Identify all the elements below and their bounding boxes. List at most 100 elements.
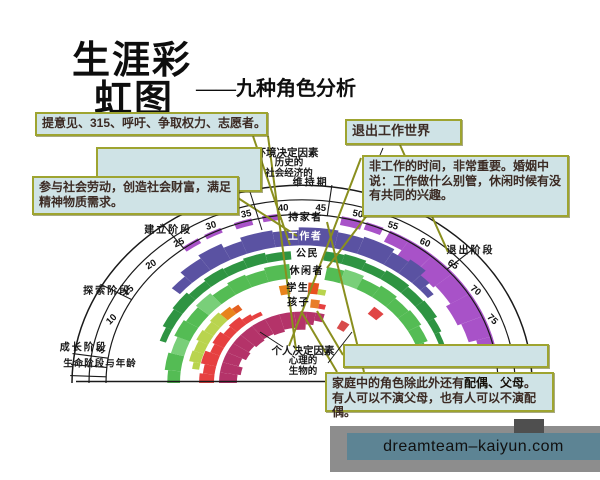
- band-segment-citizen: [265, 251, 292, 263]
- band-segment-leisurite: [356, 278, 380, 297]
- stage-spoke: [446, 248, 474, 270]
- band-segment-homemaker: [435, 273, 471, 304]
- band-segment-worker: [272, 230, 299, 248]
- band-segment-worker: [420, 286, 434, 299]
- age-axis-arc: [88, 199, 516, 384]
- band-segment-leisurite: [385, 298, 409, 319]
- band-segment-citizen: [427, 318, 442, 334]
- role-label-homemaker: 持家者: [288, 210, 323, 223]
- band-segment-child: [318, 303, 326, 310]
- determinant-label-top: 社会经济的: [264, 167, 313, 179]
- band-segment-student: [192, 362, 201, 370]
- band-segment-leisurite: [264, 264, 291, 283]
- watermark-text: dreamteam–kaiyun.com: [383, 437, 564, 455]
- family-box-text-part: 配偶、父母: [464, 376, 525, 390]
- determinant-label-top: 历史的: [275, 157, 304, 169]
- page-title: 生涯彩 虹图: [72, 42, 192, 120]
- band-segment-citizen: [401, 286, 424, 307]
- title-line1: 生涯彩: [72, 40, 193, 82]
- band-segment-leisurite: [245, 270, 269, 288]
- watermark-bar: dreamteam–kaiyun.com: [347, 433, 600, 460]
- band-segment-student: [367, 306, 384, 321]
- annotation-line: [259, 331, 284, 348]
- band-segment-student: [231, 304, 243, 314]
- band-segment-inner-band: [227, 343, 251, 361]
- stage-label: 退出阶段: [447, 243, 495, 256]
- band-segment-student: [204, 321, 221, 336]
- callout-empty-right-box: [343, 344, 549, 368]
- family-box-text-part: 。有人可以不演父母，也有人可以不演配偶。: [332, 376, 537, 420]
- band-segment-child: [241, 314, 255, 325]
- band-segment-student: [193, 340, 209, 354]
- band-segment-worker: [398, 259, 426, 283]
- band-segment-student: [196, 330, 214, 345]
- determinant-label-bottom: 个人决定因素: [271, 344, 335, 357]
- band-segment-leisurite: [408, 325, 428, 346]
- band-segment-homemaker: [363, 222, 384, 235]
- band-segment-student: [210, 312, 228, 328]
- page-subtitle: ——九种角色分析: [196, 78, 356, 100]
- callout-family-box: 家庭中的角色除此外还有配偶、父母。有人可以不演父母，也有人可以不演配偶。: [325, 372, 554, 419]
- age-axis-arc: [105, 213, 499, 384]
- callout-leisure-box: 非工作的时间，非常重要。婚姻中说：工作做什么别管，休闲时候有没有共同的兴趣。: [362, 155, 569, 217]
- band-segment-student: [189, 350, 204, 364]
- callout-connector-line: [267, 135, 297, 351]
- band-segment-child: [228, 317, 247, 332]
- band-segment-worker: [357, 236, 395, 265]
- role-label-worker: 工作者: [288, 229, 323, 242]
- band-segment-worker: [171, 276, 192, 295]
- stage-label: 建立阶段: [143, 223, 192, 236]
- callout-advice-box: 提意见、315、呼吁、争取权力、志愿者。: [35, 112, 268, 136]
- age-axis-arc: [71, 184, 533, 384]
- callout-connector-line: [316, 310, 344, 356]
- band-segment-leisurite: [339, 269, 364, 290]
- band-segment-student: [317, 289, 327, 296]
- band-segment-citizen: [223, 260, 248, 277]
- band-segment-leisurite: [212, 285, 236, 305]
- stage-spoke: [326, 185, 333, 216]
- band-segment-homemaker: [446, 293, 484, 326]
- age-tick-label: 40: [278, 202, 289, 214]
- age-axis-title: 生命阶段与年龄: [63, 358, 137, 370]
- band-segment-citizen: [415, 300, 438, 322]
- band-segment-homemaker: [182, 238, 202, 252]
- age-tick-label: 10: [104, 312, 119, 327]
- band-segment-leisurite: [167, 370, 181, 383]
- age-tick-label: 5: [96, 345, 108, 357]
- band-segment-leisurite: [371, 285, 397, 307]
- band-segment-child: [310, 299, 320, 309]
- band-segment-inner-band: [265, 314, 285, 336]
- band-segment-homemaker: [339, 216, 364, 230]
- band-segment-child: [202, 364, 217, 375]
- age-tick-label: 20: [144, 257, 159, 272]
- band-segment-inner-band: [222, 352, 243, 367]
- band-segment-leisurite: [164, 352, 185, 372]
- role-label-student: 学生: [286, 281, 309, 294]
- age-tick-label: 55: [386, 219, 400, 233]
- stage-spoke: [161, 223, 185, 249]
- family-box-text-part: 家庭中的角色除此外还有: [332, 376, 465, 390]
- annotation-line: [327, 331, 353, 364]
- determinant-label-bottom: 生物的: [289, 365, 318, 377]
- band-segment-leisurite: [398, 310, 422, 332]
- band-segment-inner-band: [252, 319, 274, 340]
- band-segment-worker: [383, 252, 409, 274]
- band-segment-worker: [240, 230, 276, 254]
- band-segment-citizen: [172, 292, 196, 314]
- band-segment-worker: [412, 275, 430, 291]
- band-segment-child: [223, 326, 237, 339]
- band-segment-inner-band: [336, 320, 350, 332]
- band-segment-leisurite: [195, 293, 222, 316]
- band-segment-leisurite: [227, 274, 252, 295]
- band-segment-citizen: [380, 270, 410, 293]
- band-segment-citizen: [188, 281, 211, 300]
- band-segment-worker: [223, 241, 247, 260]
- callout-labor-box: 参与社会劳动，创造社会财富，满足精神物质需求。: [32, 176, 239, 215]
- determinant-label-top: 环境决定因素: [256, 146, 319, 159]
- band-segment-child: [200, 350, 220, 367]
- watermark-dark-notch: [514, 419, 544, 433]
- band-segment-citizen: [203, 268, 229, 287]
- stage-label: 探索阶段: [83, 284, 131, 297]
- stage-label: 成长阶段: [60, 340, 108, 353]
